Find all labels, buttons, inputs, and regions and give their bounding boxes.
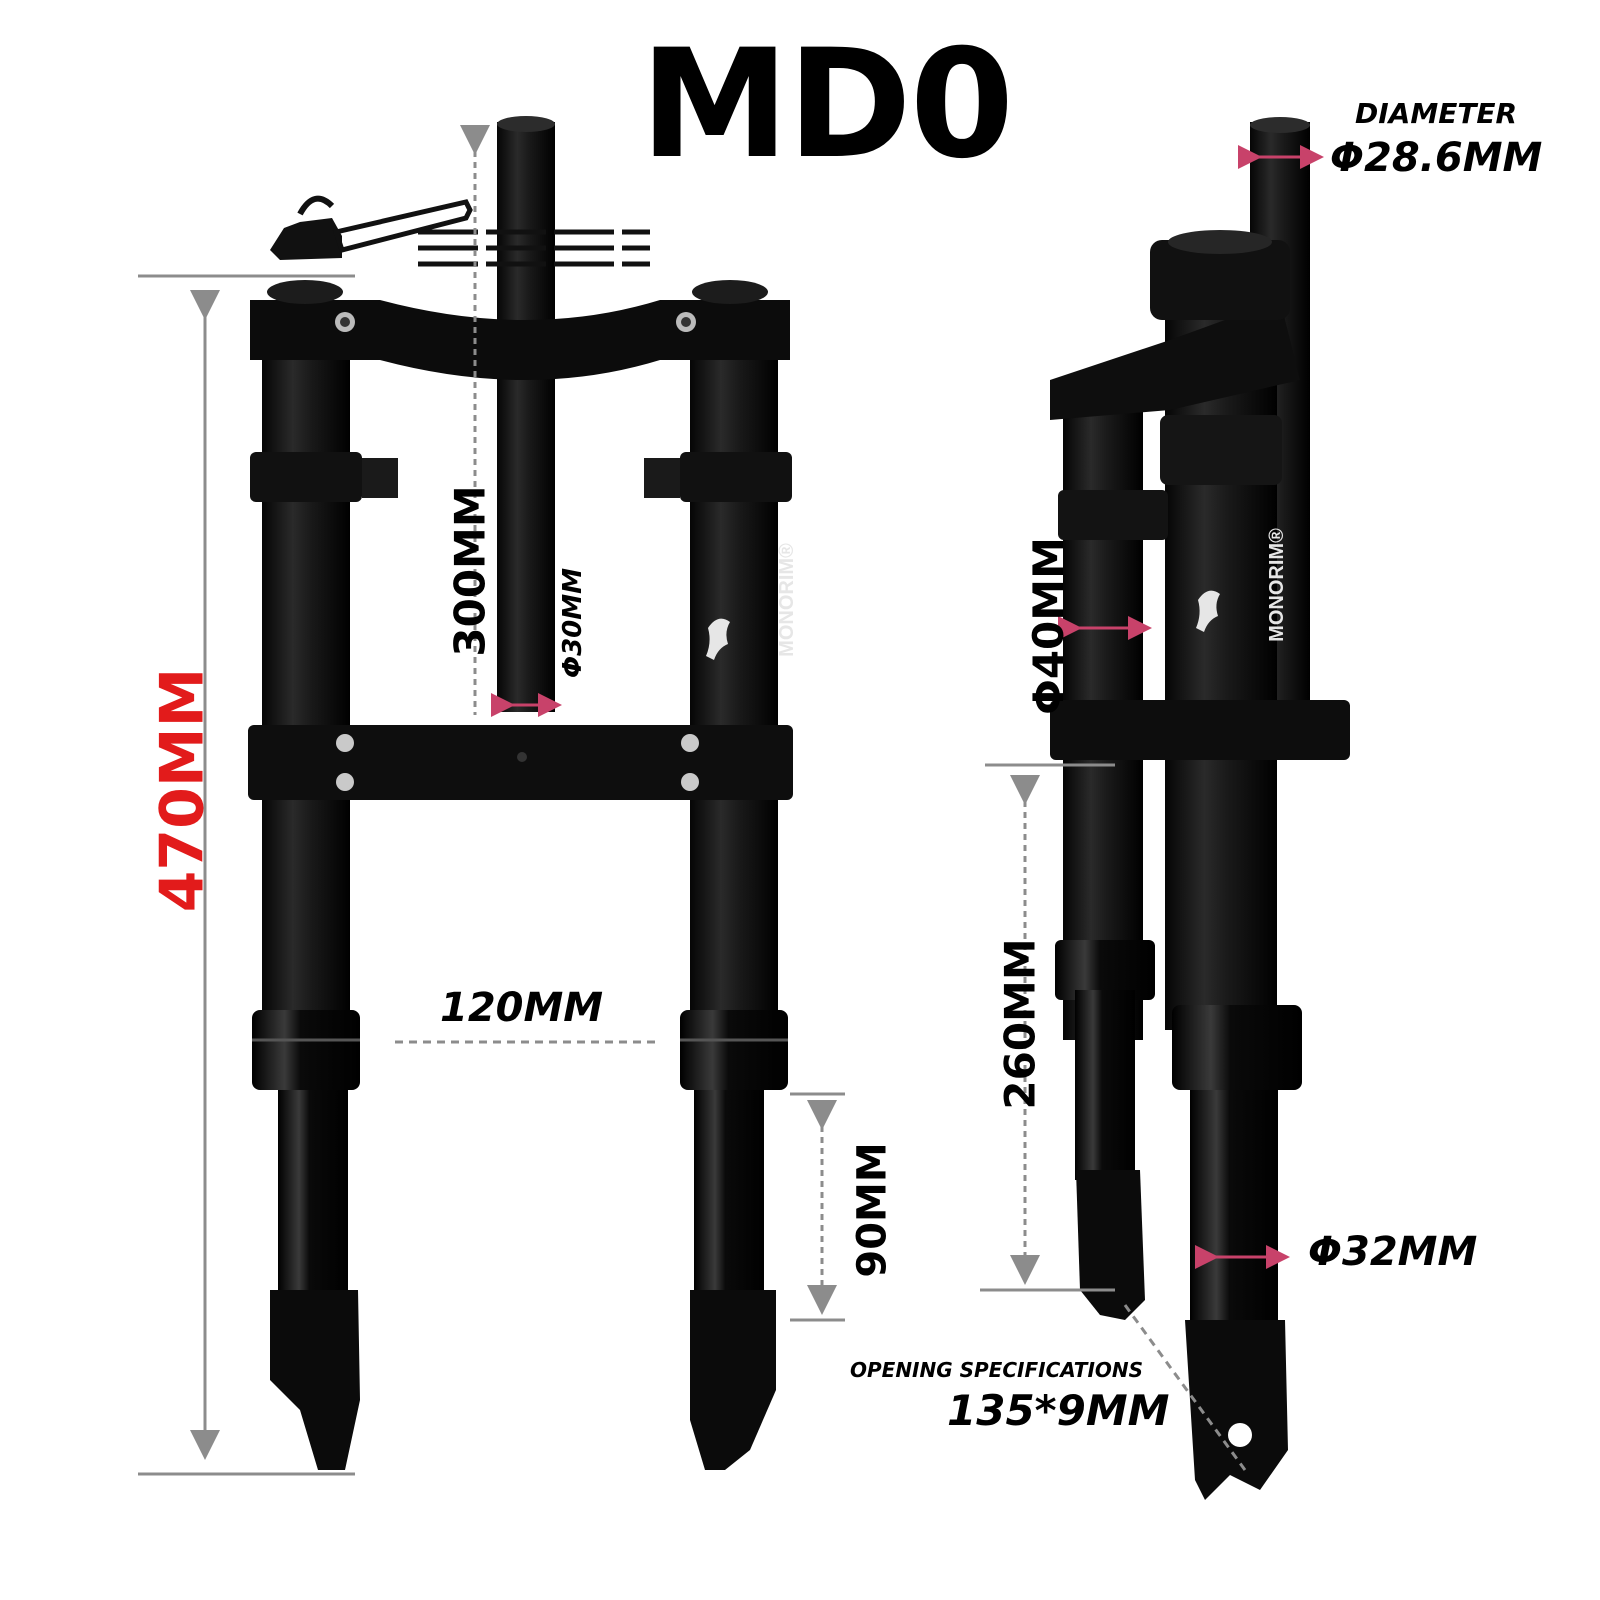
left-upper-tube	[262, 320, 350, 1020]
opening-caption: OPENING SPECIFICATIONS	[850, 1358, 1144, 1382]
steerer-diameter-label: Φ28.6MM	[1330, 135, 1543, 181]
total-height-label: 470MM	[147, 667, 218, 913]
bottom-crown	[248, 725, 793, 800]
product-title: MD0	[640, 18, 1014, 192]
top-crown	[250, 300, 790, 380]
right-upper-tube	[690, 320, 778, 1020]
axle-spacing-label: 120MM	[440, 985, 604, 1031]
lower-tube-label: Φ32MM	[1308, 1229, 1478, 1275]
left-dropout	[270, 1290, 360, 1470]
brand-text-front: MONORIM®	[775, 543, 798, 657]
side-view-fork	[1050, 117, 1350, 1500]
opening-value: 135*9MM	[947, 1386, 1170, 1435]
steerer-diameter-caption: DIAMETER	[1355, 97, 1518, 130]
front-view-fork	[248, 116, 793, 1470]
brand-text-side: MONORIM®	[1265, 528, 1288, 642]
steerer-inner-label: Φ30MM	[558, 567, 589, 679]
travel-label: 90MM	[849, 1142, 896, 1278]
chainsaw-icon	[270, 195, 473, 260]
monorim-kangaroo-logo	[706, 590, 1220, 660]
steerer-tube	[497, 122, 555, 712]
lower-length-label: 260MM	[995, 938, 1045, 1110]
steerer-length-label: 300MM	[445, 485, 495, 657]
right-dropout	[690, 1290, 776, 1470]
upper-tube-label: Φ40MM	[1023, 537, 1073, 715]
opening-leader-line	[1123, 1304, 1247, 1471]
cut-lines	[418, 229, 650, 267]
